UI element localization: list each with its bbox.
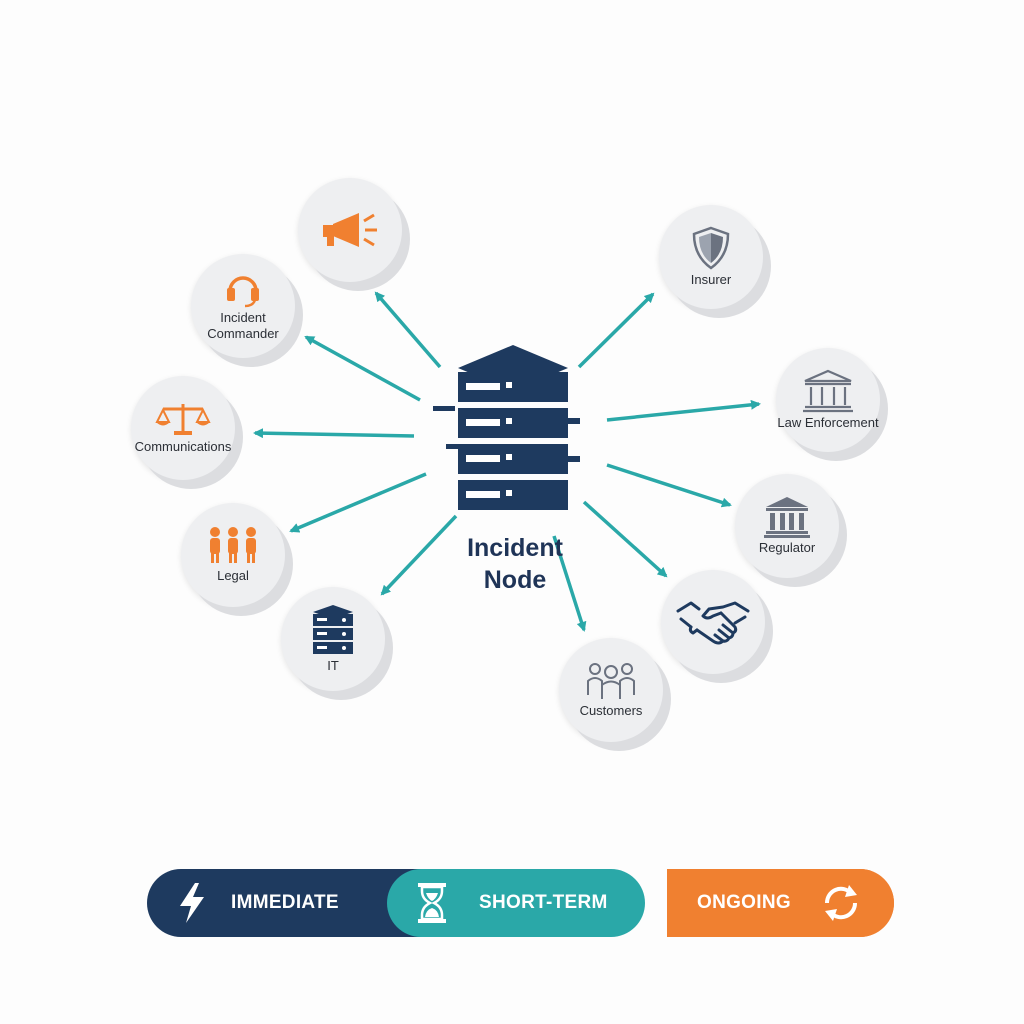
node-customers[interactable]: Customers [559,638,663,742]
node-customers-label: Customers [579,703,643,718]
node-incident-commander-label: Incident Commander [207,310,279,342]
timeline-short-term-label: SHORT-TERM [479,892,608,913]
node-law-enforcement-label: Law Enforcement [777,415,879,430]
node-regulator[interactable]: Regulator [735,474,839,578]
refresh-icon [824,885,857,921]
node-insurer-label: Insurer [690,272,732,287]
arrow-to-communications [253,428,415,439]
arrow-to-legal [289,472,427,533]
timeline-segment-short-term[interactable]: SHORT-TERM [387,869,645,937]
arrow-to-regulator [606,463,732,508]
shield-icon [692,226,730,270]
megaphone-icon [323,213,377,247]
timeline-immediate-label: IMMEDIATE [231,892,339,913]
hourglass-icon [418,883,446,923]
node-communications-label: Communications [134,439,232,454]
headset-icon [227,276,259,308]
incident-node-title: Incident Node [430,532,600,596]
building-icon [764,497,810,538]
arrow-to-law-enforcement [606,399,761,422]
scales-icon [155,404,211,435]
arrow-to-customers [552,535,587,632]
arrow-to-insurer [577,292,655,369]
incident-commander-label-line2: Commander [207,326,279,341]
node-insurer[interactable]: Insurer [659,205,763,309]
node-handshake[interactable] [661,570,765,674]
lightning-icon [180,883,204,923]
arrow-to-handshake [582,500,668,578]
server-icon [313,605,353,654]
node-megaphone[interactable] [298,178,402,282]
timeline-bar: ONGOING IMMEDIATE SHORT-TERM [147,869,894,937]
node-legal-label: Legal [217,568,249,583]
incident-node-title-line2: Node [483,566,547,594]
timeline-ongoing-label: ONGOING [697,892,791,913]
arrow-to-megaphone [374,291,442,369]
arrow-to-incident-commander [304,335,421,402]
people-icon [210,527,256,563]
node-it[interactable]: IT [281,587,385,691]
group-icon [587,663,635,699]
courthouse-icon [803,369,853,413]
node-communications[interactable]: Communications [131,376,235,480]
arrow-to-it [380,514,458,596]
handshake-icon [676,601,750,645]
node-it-label: IT [327,658,339,673]
node-legal[interactable]: Legal [181,503,285,607]
node-regulator-label: Regulator [758,540,816,555]
node-law-enforcement[interactable]: Law Enforcement [776,348,880,452]
incident-commander-label-line1: Incident [220,310,266,325]
node-incident-commander[interactable]: Incident Commander [191,254,295,358]
incident-node-title-line1: Incident [467,534,563,562]
server-stack-icon [433,345,580,510]
timeline-segment-ongoing-content: ONGOING [667,869,894,937]
